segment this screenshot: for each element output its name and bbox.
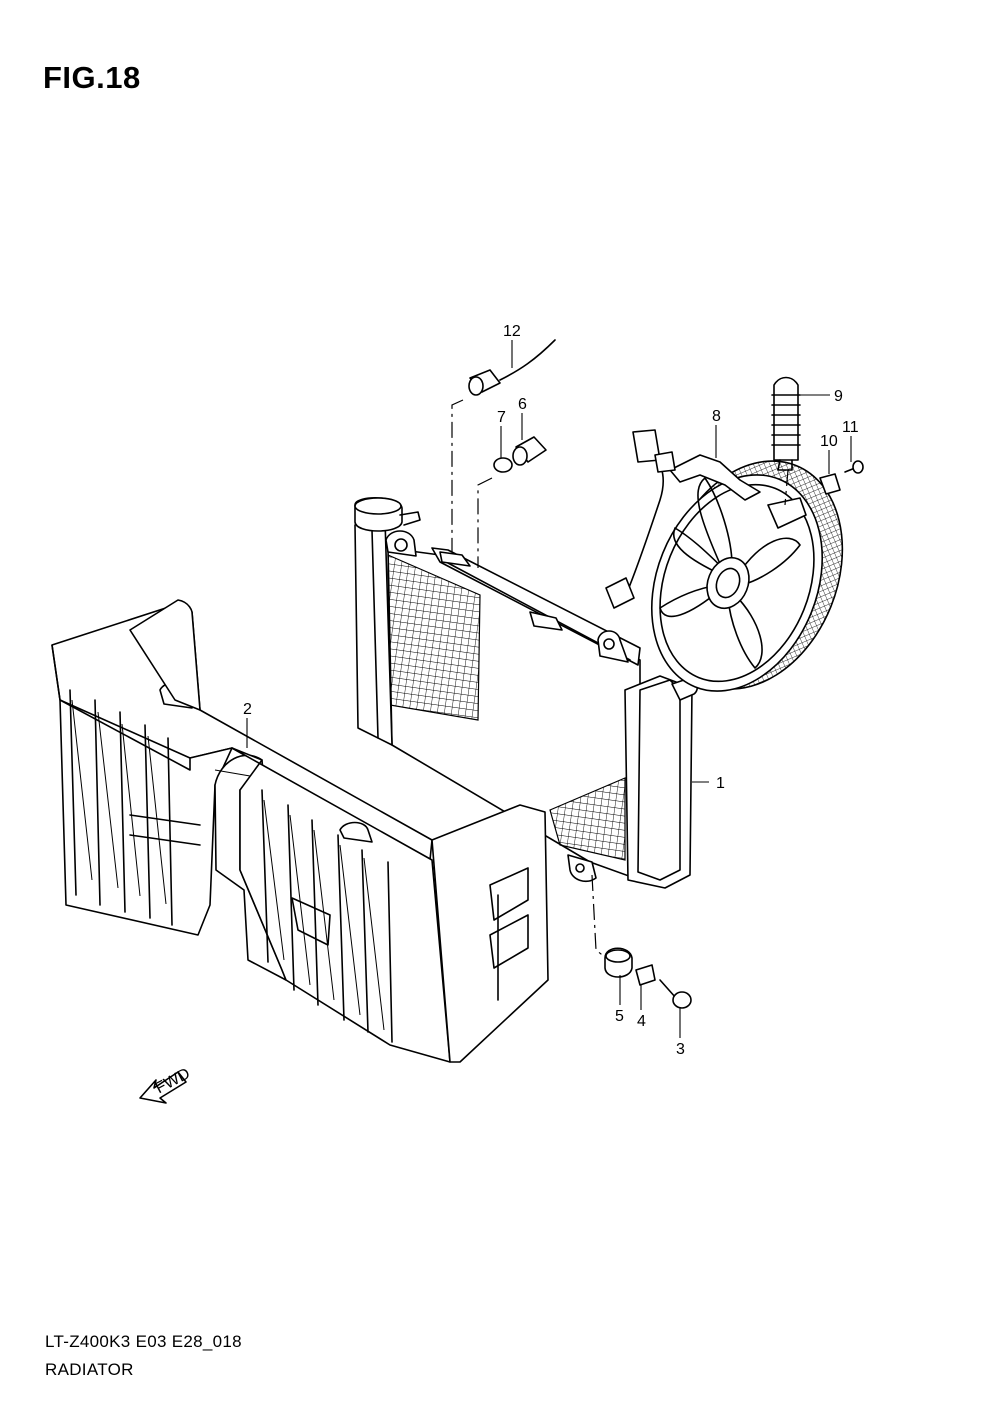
callout-5: 5 (615, 1008, 624, 1025)
callout-8: 8 (712, 408, 721, 425)
mount-collar (635, 964, 656, 986)
callout-1: 1 (716, 775, 725, 792)
callout-9: 9 (834, 388, 843, 405)
callout-12: 12 (503, 323, 521, 340)
clip-nut (819, 473, 841, 495)
fan-thermo-switch (468, 339, 556, 396)
fwd-arrow: FWD (139, 1065, 193, 1104)
temperature-sensor (512, 436, 547, 466)
diagram-name: RADIATOR (45, 1360, 134, 1379)
callout-4: 4 (637, 1013, 646, 1030)
callout-7: 7 (497, 409, 506, 426)
fan-damper (771, 376, 801, 471)
radiator-assembly (354, 497, 699, 889)
model-code: LT-Z400K3 E03 E28_018 (45, 1332, 242, 1351)
o-ring (493, 457, 513, 473)
fwd-label: FWD (153, 1065, 193, 1097)
figure-title: FIG.18 (43, 60, 141, 95)
mount-bolt (659, 979, 692, 1009)
callout-2: 2 (243, 701, 252, 718)
callout-11: 11 (842, 419, 859, 436)
callout-6: 6 (518, 396, 527, 413)
mount-grommet (604, 947, 633, 978)
cooling-fan-assembly (605, 429, 844, 692)
callout-3: 3 (676, 1041, 685, 1058)
fan-mount-screw (844, 460, 864, 474)
callout-10: 10 (820, 433, 838, 450)
radiator-cowling (51, 599, 549, 1063)
